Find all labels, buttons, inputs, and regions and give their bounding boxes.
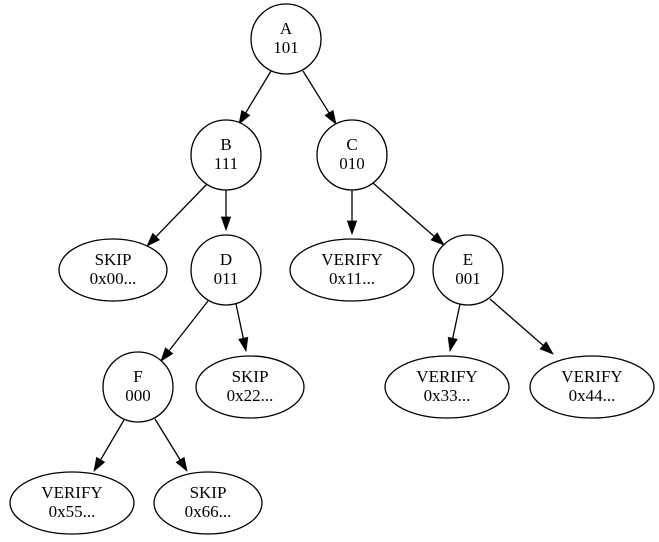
node-skip22[interactable]: SKIP0x22... [195,355,305,419]
node-label-primary: VERIFY [321,250,382,269]
edge-c-to-verify11 [346,190,358,236]
edge-d-to-skip22 [235,303,249,353]
node-shape-e[interactable] [432,234,504,306]
node-label-secondary: 111 [214,154,238,173]
edge-c-to-e [372,182,445,246]
node-layer: A101B111C010SKIP0x00...D011VERIFY0x11...… [9,3,655,535]
node-label-secondary: 0x00... [90,269,137,288]
node-label-primary: C [346,135,357,154]
node-skip66[interactable]: SKIP0x66... [153,471,263,535]
edge-d-to-f [160,300,209,362]
edge-a-to-b [238,70,272,126]
node-verify55[interactable]: VERIFY0x55... [9,471,135,535]
node-shape-skip0[interactable] [58,238,168,302]
node-label-secondary: 0x33... [424,386,471,405]
node-label-secondary: 0x11... [329,269,375,288]
node-label-primary: VERIFY [561,367,622,386]
node-label-secondary: 0x44... [569,386,616,405]
node-shape-c[interactable] [316,119,388,191]
node-shape-verify33[interactable] [384,355,510,419]
node-shape-d[interactable] [190,234,262,306]
node-skip0[interactable]: SKIP0x00... [58,238,168,302]
edge-a-to-c [302,70,337,126]
node-label-secondary: 101 [273,38,299,57]
edge-e-to-verify33 [447,303,461,353]
node-label-primary: B [220,135,231,154]
node-shape-skip22[interactable] [195,355,305,419]
edge-e-to-verify44 [489,298,554,355]
node-label-primary: E [463,250,473,269]
edge-b-to-skip0 [146,183,208,247]
node-label-secondary: 0x22... [227,386,274,405]
edge-layer [93,70,554,473]
node-label-primary: F [133,367,142,386]
node-shape-skip66[interactable] [153,471,263,535]
node-label-primary: SKIP [232,367,269,386]
node-label-secondary: 000 [125,386,151,405]
node-shape-f[interactable] [102,351,174,423]
node-label-secondary: 001 [455,269,481,288]
edge-b-to-d [220,190,232,232]
edge-f-to-verify55 [93,419,125,473]
edge-f-to-skip66 [154,418,188,473]
node-label-primary: VERIFY [41,483,102,502]
node-verify33[interactable]: VERIFY0x33... [384,355,510,419]
node-label-primary: A [280,19,293,38]
node-label-secondary: 010 [339,154,365,173]
node-label-primary: D [220,250,232,269]
node-verify44[interactable]: VERIFY0x44... [529,355,655,419]
node-label-primary: SKIP [95,250,132,269]
node-shape-a[interactable] [250,3,322,75]
node-shape-verify44[interactable] [529,355,655,419]
node-shape-b[interactable] [190,119,262,191]
node-shape-verify11[interactable] [289,238,415,302]
node-label-primary: VERIFY [416,367,477,386]
node-label-secondary: 0x55... [49,502,96,521]
node-label-secondary: 0x66... [185,502,232,521]
node-shape-verify55[interactable] [9,471,135,535]
node-label-primary: SKIP [190,483,227,502]
node-verify11[interactable]: VERIFY0x11... [289,238,415,302]
node-label-secondary: 011 [214,269,239,288]
